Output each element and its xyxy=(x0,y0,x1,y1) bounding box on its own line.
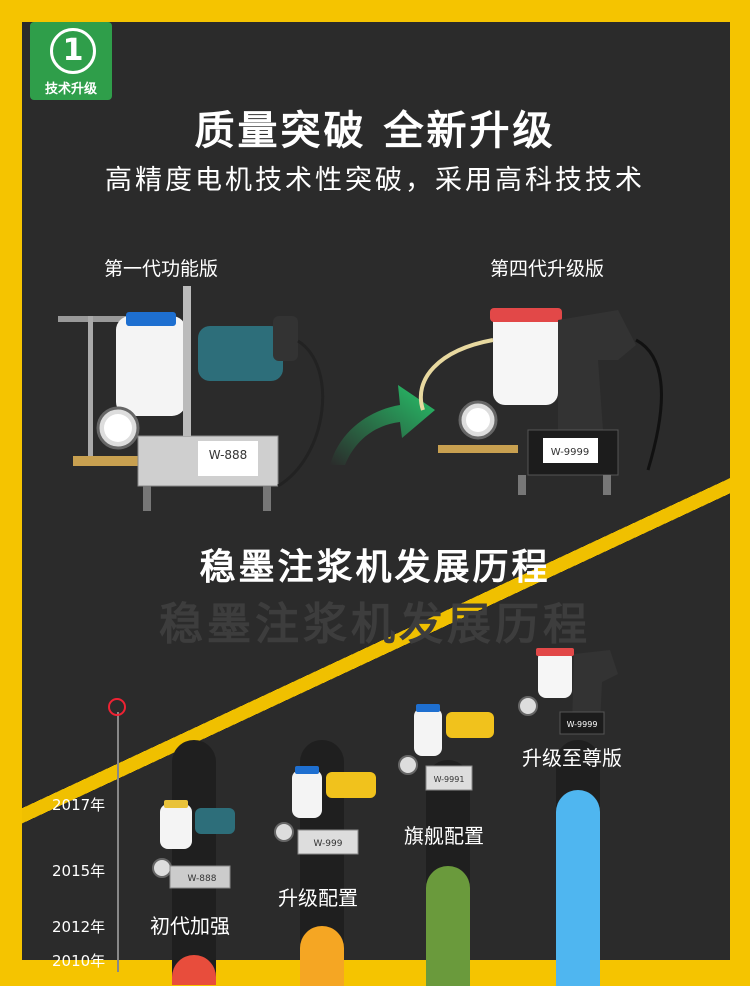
stage1-model-text: W-888 xyxy=(188,874,217,884)
stage-bar-fill xyxy=(426,866,470,986)
badge-number: 1 xyxy=(50,28,96,74)
gen1-grouting-machine-image: W-888 xyxy=(58,286,325,511)
stage-bar-fill xyxy=(172,955,216,985)
badge-label: 技术升级 xyxy=(44,82,97,97)
stage-label: 升级配置 xyxy=(278,886,358,910)
year-label: 2017年 xyxy=(52,796,106,814)
stage2-model-text: W-999 xyxy=(314,839,343,849)
timeline-axis xyxy=(117,712,119,972)
stage4-machine-image: W-9999 xyxy=(518,648,618,735)
upgrade-arrow-icon xyxy=(330,385,435,465)
stage4-model-text: W-9999 xyxy=(567,720,598,729)
stage-bar-fill xyxy=(300,926,344,986)
stage-label: 升级至尊版 xyxy=(522,746,622,770)
gen1-model-text: W-888 xyxy=(209,448,248,462)
page-subtitle: 高精度电机技术性突破，采用高科技技术 xyxy=(105,165,645,196)
year-label: 2012年 xyxy=(52,918,106,936)
timeline-start-dot xyxy=(108,698,126,716)
stage3-model-text: W-9991 xyxy=(434,775,465,784)
gen1-label: 第一代功能版 xyxy=(104,258,219,280)
page: 1 技术升级 质量突破 全新升级 高精度电机技术性突破，采用高科技技术 第一代功… xyxy=(22,22,730,986)
year-label: 2015年 xyxy=(52,862,106,880)
history-title: 稳墨注浆机发展历程 xyxy=(199,547,551,588)
tech-upgrade-badge: 1 技术升级 xyxy=(30,22,112,100)
year-label: 2010年 xyxy=(52,952,106,970)
stage-bar-fill xyxy=(556,790,600,986)
history-title-shadow: 稳墨注浆机发展历程 xyxy=(159,599,591,650)
gen4-label: 第四代升级版 xyxy=(490,258,605,280)
gen4-grouting-machine-image: W-9999 xyxy=(418,308,663,495)
stage2-machine-image: W-999 xyxy=(274,766,376,855)
gen4-model-text: W-9999 xyxy=(551,447,590,458)
stage-bar-track xyxy=(172,740,216,980)
page-title: 质量突破 全新升级 xyxy=(194,108,556,154)
stage1-machine-image: W-888 xyxy=(152,800,235,889)
stage-label: 初代加强 xyxy=(150,914,230,938)
yellow-diagonal-stripe xyxy=(22,22,730,960)
dark-panel xyxy=(22,22,730,960)
stage-label: 旗舰配置 xyxy=(404,824,484,848)
stage3-machine-image: W-9991 xyxy=(398,704,494,791)
